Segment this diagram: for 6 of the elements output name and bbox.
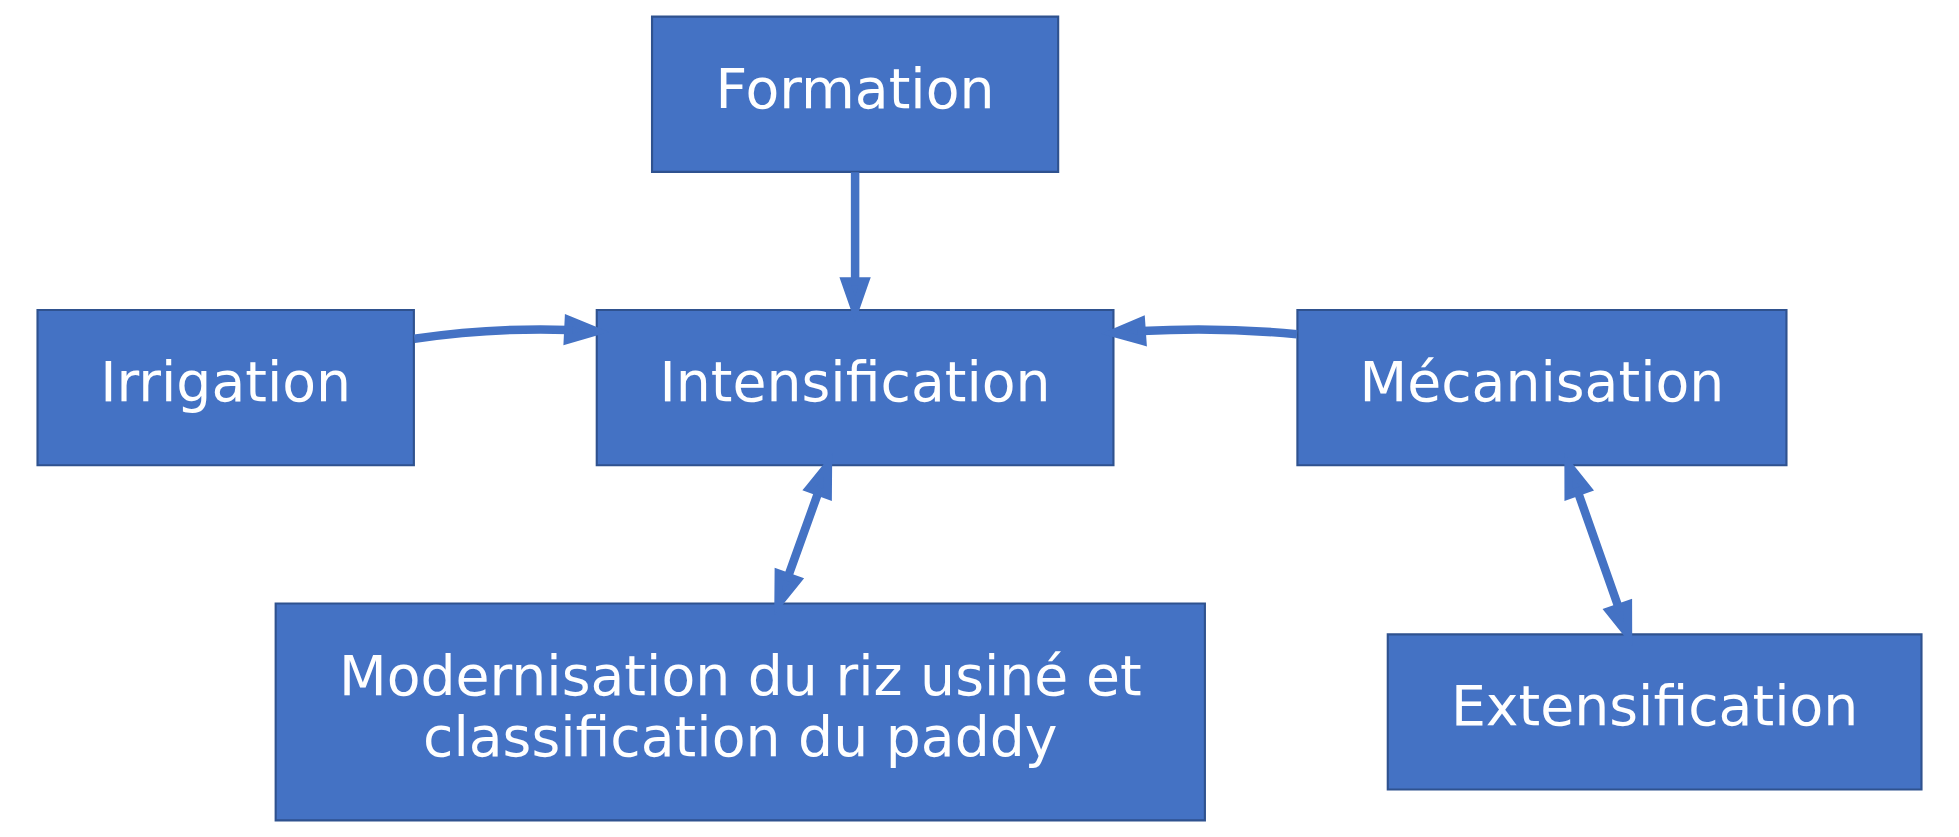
node-box: Modernisation du riz usiné et classification du paddy xyxy=(274,602,1206,822)
node-box: Formation xyxy=(650,15,1060,173)
node-box: Intensification xyxy=(595,309,1115,467)
node-box: Extensification xyxy=(1386,633,1923,791)
node-box: Mécanisation xyxy=(1296,309,1788,467)
node-box: Irrigation xyxy=(36,309,415,467)
